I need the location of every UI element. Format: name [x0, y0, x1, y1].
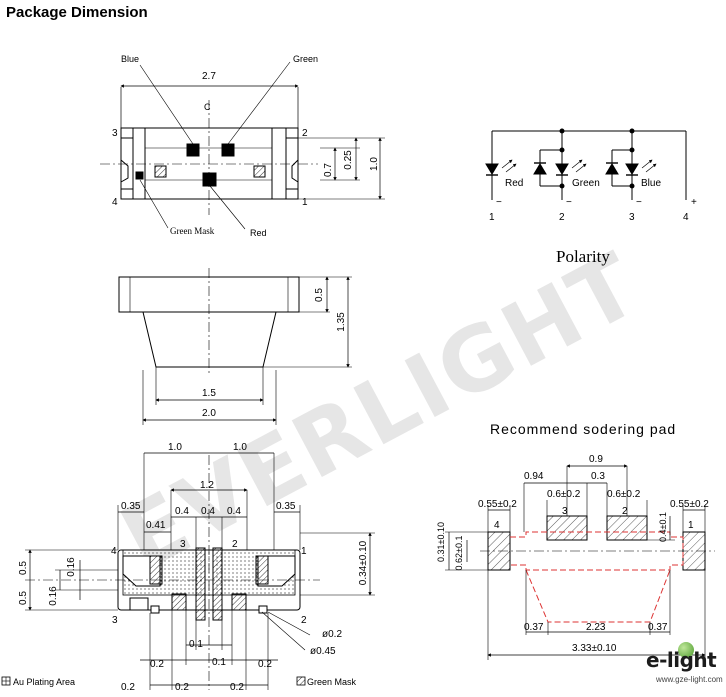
polarity-minus-2: − [566, 197, 572, 208]
pad-dim-04: 0.4±0.1 [658, 512, 668, 542]
bottom-dim-02-c: 0.2 [121, 682, 135, 693]
callout-green: Green [293, 54, 318, 64]
bottom-dim-02-e: 0.2 [230, 682, 244, 693]
bottom-dim-016-a: 0.16 [66, 557, 77, 577]
polarity-label-blue: Blue [641, 178, 661, 189]
pad-dim-037-left: 0.37 [524, 622, 544, 633]
polarity-title: Polarity [556, 247, 610, 266]
pad-pin-4: 4 [494, 520, 500, 531]
solder-pad-labels: Recommend sodering pad 0.9 0.94 0.3 0.55… [436, 421, 709, 654]
bottom-dim-02-b: 0.2 [258, 659, 272, 670]
top-view [100, 61, 385, 230]
bottom-view [1, 452, 375, 690]
polarity-pin-4: 4 [683, 212, 689, 223]
bottom-dim-05-top: 0.5 [18, 561, 29, 575]
top-dim-025: 0.25 [343, 150, 354, 170]
polarity-labels: Red Green Blue 1 2 3 4 − − − + Polarity [489, 178, 697, 266]
polarity-label-red: Red [505, 178, 523, 189]
pad-pin-2: 2 [622, 506, 628, 517]
bottom-dim-016-b: 0.16 [48, 586, 59, 606]
eyight-logo: e-light www.gze-light.com [640, 642, 724, 696]
pad-dim-03: 0.3 [591, 471, 605, 482]
bottom-dim-034: 0.34±0.10 [358, 540, 369, 585]
pad-dim-055-left: 0.55±0.2 [478, 499, 517, 510]
solder-pad-diagram [445, 464, 715, 660]
side-view [118, 268, 352, 425]
bottom-dim-1-0-right: 1.0 [233, 442, 247, 453]
pad-dim-06-a: 0.6±0.2 [547, 489, 581, 500]
pad-dim-094: 0.94 [524, 471, 544, 482]
bottom-dim-1-0-left: 1.0 [168, 442, 182, 453]
top-dim-07: 0.7 [323, 163, 334, 177]
bottom-dim-04-b: 0.4 [201, 506, 215, 517]
pad-dim-031: 0.31±0.10 [436, 522, 446, 562]
bottom-dim-1-2: 1.2 [200, 480, 214, 491]
pad-dim-062: 0.62±0.1 [454, 536, 464, 571]
polarity-plus: + [691, 197, 697, 208]
top-height-dim: 1.0 [369, 157, 380, 171]
side-total-height: 1.35 [336, 312, 347, 332]
bottom-pin-2: 2 [301, 615, 307, 626]
bottom-view-labels: 1.0 1.0 1.2 0.35 0.35 0.41 0.4 0.4 0.4 0… [13, 442, 369, 693]
pad-dim-223: 2.23 [586, 622, 606, 633]
polarity-minus-3: − [636, 197, 642, 208]
polarity-label-green: Green [572, 178, 600, 189]
pad-dim-055-right: 0.55±0.2 [670, 499, 709, 510]
bottom-dim-02-d: 0.2 [175, 682, 189, 693]
legend-plating: Au Plating Area [13, 677, 75, 687]
polarity-pin-2: 2 [559, 212, 565, 223]
side-outer-width: 2.0 [202, 408, 216, 419]
bottom-dim-04-a: 0.4 [175, 506, 189, 517]
callout-green-mask: Green Mask [170, 226, 215, 236]
pad-pin-1: 1 [688, 520, 694, 531]
bottom-dim-05-bottom: 0.5 [18, 591, 29, 605]
bottom-hole-large: ø0.45 [310, 646, 336, 657]
bottom-dim-01-a: 0.1 [189, 639, 203, 650]
pad-dim-09: 0.9 [589, 454, 603, 465]
callout-red: Red [250, 228, 267, 238]
pad-pin-3: 3 [562, 506, 568, 517]
bottom-pin-1: 1 [301, 546, 307, 557]
pad-dim-037-right: 0.37 [648, 622, 668, 633]
polarity-pin-3: 3 [629, 212, 635, 223]
bottom-dim-035-right: 0.35 [276, 501, 296, 512]
center-mark: C [204, 102, 211, 112]
pad-dim-333: 3.33±0.10 [572, 643, 617, 654]
bottom-pin-4: 4 [111, 546, 117, 557]
solder-pad-title: Recommend sodering pad [490, 421, 676, 437]
bottom-dim-041: 0.41 [146, 520, 166, 531]
top-width-dim: 2.7 [202, 71, 216, 82]
bottom-pin-3: 3 [112, 615, 118, 626]
logo-brand: e-light [646, 648, 717, 672]
bottom-pin-3-inner: 3 [180, 539, 186, 550]
side-view-labels: 0.5 1.35 1.5 2.0 [202, 288, 347, 419]
polarity-pin-1: 1 [489, 212, 495, 223]
polarity-diagram [485, 128, 687, 200]
top-pin-4: 4 [112, 197, 118, 208]
bottom-dim-04-c: 0.4 [227, 506, 241, 517]
top-pin-2: 2 [302, 128, 308, 139]
page-title: Package Dimension [6, 4, 148, 21]
top-view-labels: Blue Green Green Mask Red 2.7 1.0 0.25 0… [112, 54, 380, 238]
side-cap-height: 0.5 [314, 288, 325, 302]
top-pin-3: 3 [112, 128, 118, 139]
bottom-dim-02-a: 0.2 [150, 659, 164, 670]
bottom-dim-035-left: 0.35 [121, 501, 141, 512]
pad-dim-06-b: 0.6±0.2 [607, 489, 641, 500]
logo-url: www.gze-light.com [656, 675, 723, 684]
bottom-pin-2-inner: 2 [232, 539, 238, 550]
bottom-hole-small: ø0.2 [322, 629, 342, 640]
top-pin-1: 1 [302, 197, 308, 208]
legend-mask: Green Mask [307, 677, 357, 687]
callout-blue: Blue [121, 54, 139, 64]
bottom-dim-01-b: 0.1 [212, 657, 226, 668]
polarity-minus: − [496, 197, 502, 208]
side-inner-width: 1.5 [202, 388, 216, 399]
